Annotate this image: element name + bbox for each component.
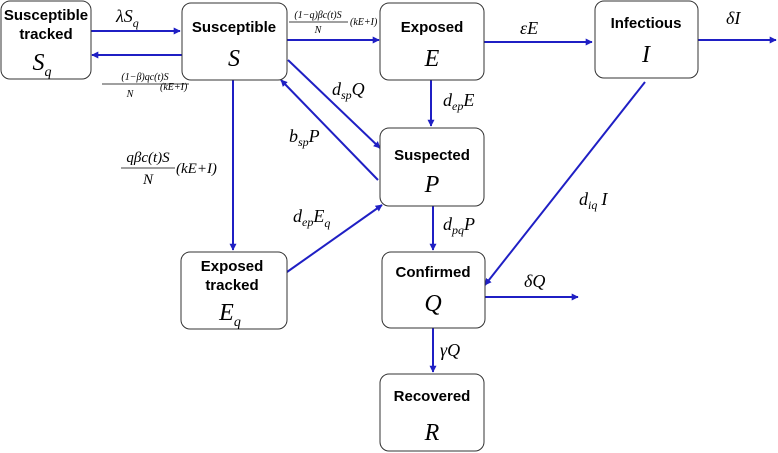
box-symbol: Eq <box>218 300 241 330</box>
compartment-recovered: Recovered R <box>379 373 485 452</box>
compartment-susceptible-tracked: Susceptible tracked Sq <box>0 0 92 80</box>
rate-numerator: qβc(t)S <box>126 150 170 166</box>
compartment-exposed: Exposed E <box>379 2 485 81</box>
box-title-line1: Susceptible <box>4 7 88 24</box>
rate-numerator: (1−β)qc(t)S <box>121 72 168 83</box>
arrow-p-to-s <box>280 79 379 181</box>
rate-label-e-to-p: depE <box>443 90 474 113</box>
box-title-line2: tracked <box>205 277 258 294</box>
arrow-i-to-q <box>484 81 646 286</box>
rate-label-e-to-i: εE <box>520 18 538 38</box>
rate-label-s-to-eq: qβc(t)S N (kE+I) <box>121 150 217 188</box>
box-symbol: E <box>424 46 440 72</box>
box-title: Recovered <box>394 388 471 405</box>
rate-denominator: N <box>314 25 323 36</box>
box-title: Confirmed <box>396 264 471 281</box>
rate-tail: (kE+I) <box>350 17 378 28</box>
compartment-confirmed: Confirmed Q <box>381 251 486 329</box>
rate-label-p-to-q: dpqP <box>443 214 475 237</box>
rate-label-p-to-s: bspP <box>289 126 320 149</box>
box-title: Exposed <box>401 19 464 36</box>
compartment-susceptible: Susceptible S <box>181 2 288 81</box>
box-title: Suspected <box>394 147 470 164</box>
rate-label-sq-to-s: λSq <box>115 6 139 30</box>
box-symbol: R <box>424 420 440 446</box>
rate-tail: (kE+I) <box>176 161 217 177</box>
compartment-exposed-tracked: Exposed tracked Eq <box>180 251 288 330</box>
rate-denominator: N <box>142 172 154 188</box>
box-title-line2: tracked <box>19 26 72 43</box>
rate-label-eq-to-p: depEq <box>293 206 330 230</box>
rate-label-i-out: δI <box>726 8 741 28</box>
rate-label-s-to-p: dspQ <box>332 79 365 102</box>
rate-numerator: (1−q)βc(t)S <box>294 10 341 21</box>
box-symbol: S <box>228 46 240 72</box>
rate-label-s-to-e: (1−q)βc(t)S N (kE+I) <box>289 10 378 36</box>
compartment-suspected: Suspected P <box>379 127 485 207</box>
box-symbol: I <box>641 42 651 68</box>
arrow-eq-to-p <box>286 204 383 273</box>
box-symbol: Sq <box>33 50 52 80</box>
arrow-s-to-p <box>287 59 381 149</box>
box-title: Infectious <box>611 15 682 32</box>
box-title: Susceptible <box>192 19 276 36</box>
box-symbol: Q <box>424 291 441 317</box>
compartment-infectious: Infectious I <box>594 0 699 79</box>
rate-label-s-to-sq: (1−β)qc(t)S N (kE+I) <box>102 72 189 100</box>
rate-tail: (kE+I) <box>160 82 188 93</box>
rate-label-q-to-r: γQ <box>440 340 460 360</box>
rate-denominator: N <box>126 89 135 100</box>
box-title-line1: Exposed <box>201 258 264 275</box>
rate-label-q-out: δQ <box>524 271 545 291</box>
box-symbol: P <box>424 172 440 198</box>
